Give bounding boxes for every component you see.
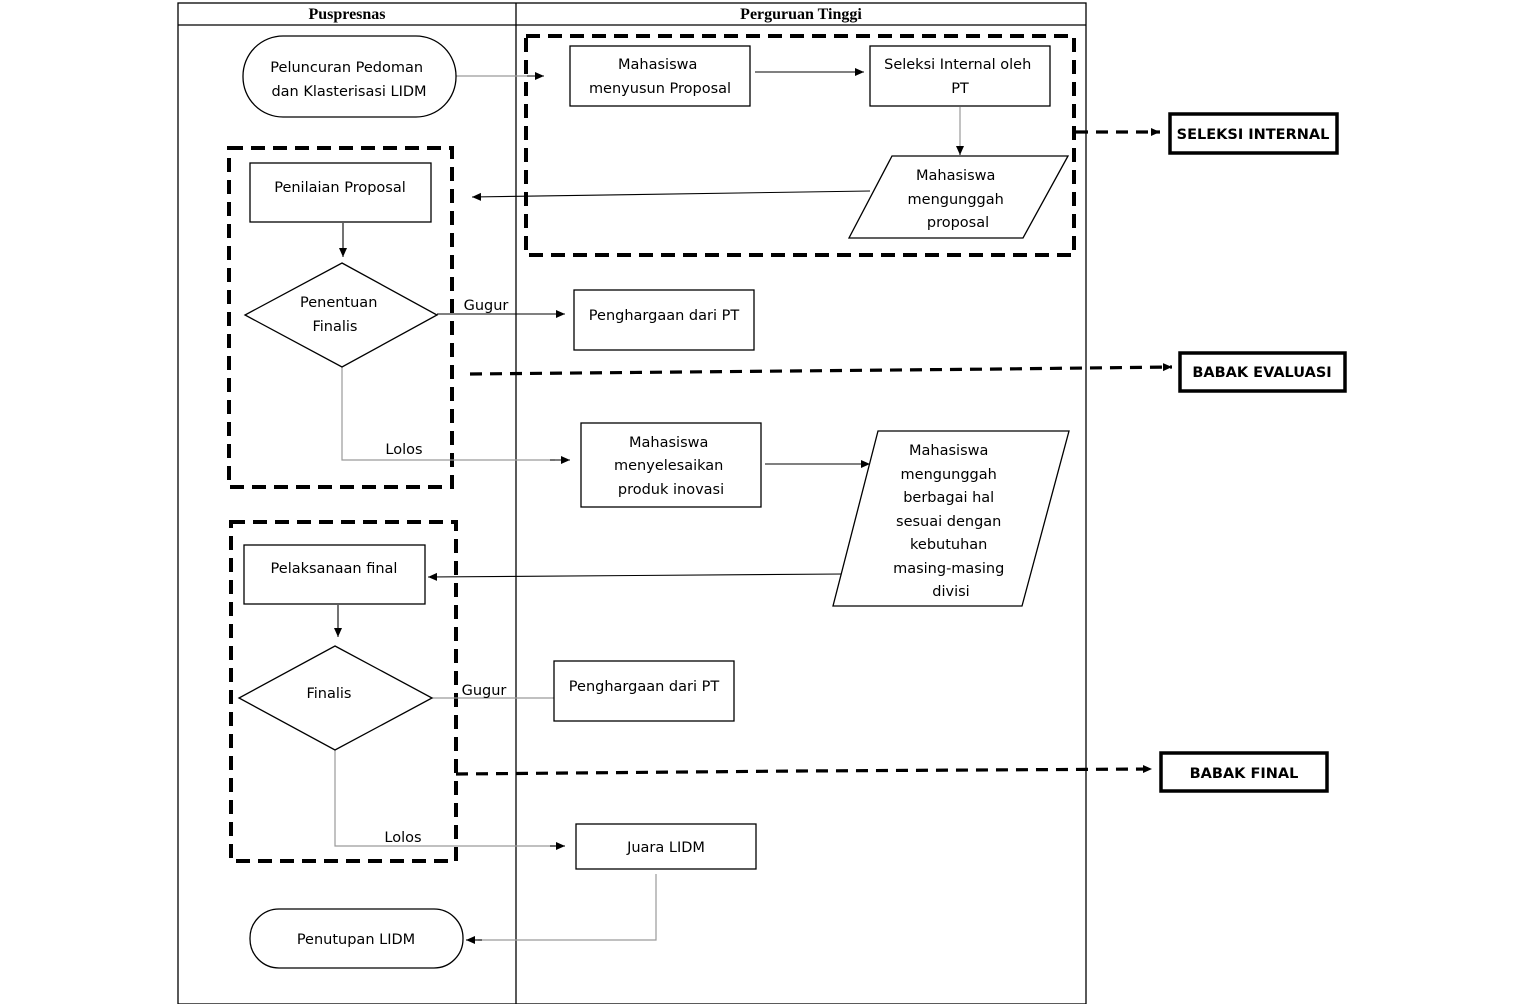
node-assess: Penilaian Proposal xyxy=(249,162,432,223)
lane-title-puspresnas: Puspresnas xyxy=(308,6,385,23)
process-award2 xyxy=(553,660,735,722)
phase-link-babak-evaluasi xyxy=(469,363,1173,376)
node-award2: Penghargaan dari PT xyxy=(553,660,735,722)
process-assess xyxy=(249,162,432,223)
node-upload-proposal: Mahasiswa mengunggah proposal xyxy=(847,155,1070,239)
io-upload-all xyxy=(832,430,1070,607)
terminator-launch xyxy=(242,35,457,118)
node-upload-proposal-label: Mahasiswa mengunggah proposal xyxy=(908,168,1009,231)
edge-label-lolos-2: Lolos xyxy=(384,830,421,846)
tag-seleksi-internal xyxy=(1168,112,1339,155)
node-internal: Seleksi Internal oleh PT xyxy=(869,45,1051,107)
tag-babak-final xyxy=(1159,751,1329,793)
process-compose xyxy=(569,45,751,107)
process-complete xyxy=(580,422,762,508)
node-finalist-label: Penentuan Finalis xyxy=(300,295,382,335)
edge-label-gugur-2: Gugur xyxy=(462,683,507,699)
node-closing-label: Penutupan LIDM xyxy=(297,932,415,948)
process-final-exec xyxy=(243,544,426,605)
node-champion: Juara LIDM xyxy=(575,823,757,870)
tag-babak-evaluasi-label: BABAK EVALUASI xyxy=(1192,365,1331,381)
node-champion-label: Juara LIDM xyxy=(626,840,705,856)
edge-upload-all-to-final-exec xyxy=(427,572,844,581)
node-compose: Mahasiswa menyusun Proposal xyxy=(569,45,751,107)
edge-finalist-to-complete xyxy=(341,367,555,461)
decision-finalist xyxy=(243,262,439,368)
node-upload-all: Mahasiswa mengunggah berbagai hal sesuai… xyxy=(832,430,1070,607)
connectors xyxy=(334,68,964,944)
process-internal xyxy=(869,45,1051,107)
node-assess-label: Penilaian Proposal xyxy=(274,180,406,196)
node-finals: Finalis xyxy=(237,645,434,751)
edge-finals-to-champion xyxy=(334,750,555,847)
node-internal-label: Seleksi Internal oleh PT xyxy=(884,57,1036,97)
node-finals-label: Finalis xyxy=(306,686,351,702)
node-compose-label: Mahasiswa menyusun Proposal xyxy=(589,57,731,97)
edge-label-lolos-1: Lolos xyxy=(385,442,422,458)
tag-babak-final-label: BABAK FINAL xyxy=(1190,766,1299,782)
node-upload-all-label: Mahasiswa mengunggah berbagai hal sesuai… xyxy=(893,443,1009,600)
node-finalist: Penentuan Finalis xyxy=(243,262,439,368)
swimlanes: Puspresnas Perguruan Tinggi xyxy=(177,2,1087,1004)
node-complete: Mahasiswa menyelesaikan produk inovasi xyxy=(580,422,762,508)
node-final-exec-label: Pelaksanaan final xyxy=(271,561,398,577)
swimlane-frame xyxy=(177,2,1087,1004)
tag-babak-evaluasi xyxy=(1178,351,1347,393)
node-award2-label: Penghargaan dari PT xyxy=(569,679,720,695)
tag-seleksi-internal-label: SELEKSI INTERNAL xyxy=(1177,127,1330,143)
node-launch-label: Peluncuran Pedoman dan Klasterisasi LIDM xyxy=(270,60,427,100)
edge-upload-to-assess xyxy=(471,190,871,201)
process-champion xyxy=(575,823,757,870)
edge-champion-to-closing xyxy=(478,874,657,941)
edge-label-gugur-1: Gugur xyxy=(464,298,509,314)
node-award1: Penghargaan dari PT xyxy=(573,289,755,351)
phase-groups: SELEKSI INTERNAL BABAK EVALUASI BABAK FI… xyxy=(227,34,1347,863)
lane-title-perguruan-tinggi: Perguruan Tinggi xyxy=(740,6,862,23)
decision-finals xyxy=(237,645,434,751)
node-complete-label: Mahasiswa menyelesaikan produk inovasi xyxy=(614,435,728,498)
io-upload-proposal xyxy=(847,155,1070,239)
phase-box-seleksi-internal xyxy=(524,34,1076,257)
phase-link-babak-final xyxy=(455,765,1153,776)
node-launch: Peluncuran Pedoman dan Klasterisasi LIDM xyxy=(242,35,457,118)
phase-box-babak-evaluasi xyxy=(227,146,454,489)
process-award1 xyxy=(573,289,755,351)
node-final-exec: Pelaksanaan final xyxy=(243,544,426,605)
node-closing: Penutupan LIDM xyxy=(249,908,464,969)
terminator-closing xyxy=(249,908,464,969)
node-award1-label: Penghargaan dari PT xyxy=(589,308,740,324)
phase-box-babak-final xyxy=(229,520,458,863)
